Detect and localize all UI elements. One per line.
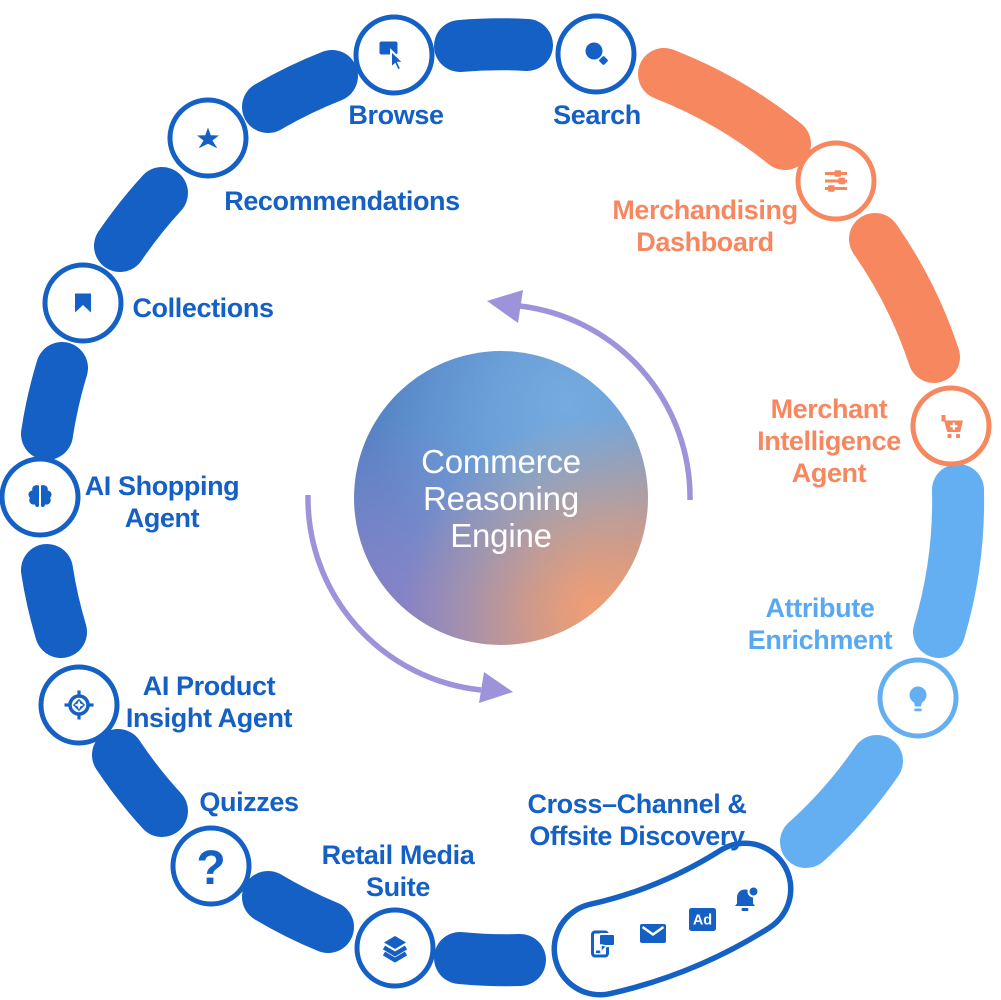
- ad-label: Ad: [693, 913, 712, 929]
- quizzes-label: Quizzes: [199, 787, 299, 817]
- ring-dash: [849, 213, 960, 383]
- cross-channel-label: Cross–Channel & Offsite Discovery: [527, 788, 746, 852]
- collections-label: Collections: [132, 293, 274, 323]
- center-title-line: Engine: [450, 516, 552, 554]
- ring-dash: [434, 18, 553, 72]
- ai-shopping-agent-node: [0, 456, 81, 538]
- recommendations-label: Recommendations: [224, 186, 460, 216]
- center-title: Commerce Reasoning Engine: [421, 443, 581, 554]
- arrowhead-bottom-icon: [479, 672, 513, 703]
- ring-dash: [434, 932, 546, 987]
- ring-dash: [242, 50, 358, 133]
- label-line: Suite: [365, 872, 430, 902]
- ring-dash: [94, 167, 188, 272]
- ring-dash: [92, 729, 188, 837]
- ring-dash: [21, 342, 88, 460]
- cycle-arrow-top: [519, 303, 693, 501]
- cart-plus-icon: [941, 415, 963, 438]
- label-line: Attribute: [765, 593, 875, 623]
- cycle-arrows: [305, 290, 693, 703]
- label-line: Offsite Discovery: [529, 821, 745, 851]
- magnifier-icon: [585, 42, 608, 65]
- center-title-line: Commerce: [421, 442, 581, 480]
- search-label: Search: [553, 100, 641, 130]
- cycle-arrow-bottom: [305, 494, 482, 693]
- layers-icon: [382, 936, 408, 963]
- label-line: Enrichment: [747, 625, 893, 655]
- label-line: Dashboard: [636, 227, 774, 257]
- ring-dashes: [21, 18, 985, 987]
- sliders-icon: [825, 170, 847, 192]
- label-line: Agent: [124, 503, 200, 533]
- label-line: Merchandising: [612, 195, 798, 225]
- retail-media-suite-label: Retail Media Suite: [322, 839, 475, 903]
- merchant-intelligence-agent-label: Merchant Intelligence Agent: [757, 393, 901, 489]
- email-icon: [640, 924, 666, 943]
- phone-sms-icon: [591, 930, 616, 958]
- brain-icon: [28, 485, 52, 508]
- arrowhead-top-icon: [487, 290, 523, 323]
- ring-dash: [913, 464, 985, 658]
- ring-dash: [242, 871, 354, 953]
- center-circle: Commerce Reasoning Engine: [354, 351, 648, 645]
- label-line: Intelligence: [757, 426, 901, 456]
- ai-product-insight-agent-label: AI Product Insight Agent: [125, 670, 293, 734]
- label-line: Retail Media: [321, 840, 475, 870]
- browse-label: Browse: [348, 100, 444, 130]
- cross-channel-capsule: Ad: [551, 840, 794, 998]
- ring-dash: [638, 48, 811, 170]
- attribute-enrichment-label: Attribute Enrichment: [748, 592, 893, 656]
- window-cursor-icon: [379, 41, 406, 72]
- label-line: Agent: [791, 458, 867, 488]
- label-line: Cross–Channel &: [527, 789, 747, 819]
- quizzes-node: [170, 825, 252, 907]
- question-mark-icon: ?: [196, 842, 225, 895]
- lightbulb-icon: [909, 686, 927, 712]
- ring-dash: [780, 735, 903, 868]
- bookmark-icon: [75, 293, 91, 313]
- label-line: Merchant: [770, 394, 888, 424]
- ring-dash: [21, 544, 87, 658]
- merchandising-dashboard-label: Merchandising Dashboard: [612, 194, 798, 258]
- label-line: AI Product: [142, 671, 276, 701]
- ai-shopping-agent-label: AI Shopping Agent: [85, 470, 240, 534]
- bell-notification-icon: [735, 885, 760, 911]
- label-line: Insight Agent: [125, 703, 293, 733]
- ad-icon: Ad: [689, 908, 716, 931]
- label-line: AI Shopping: [84, 471, 240, 501]
- star-icon: [197, 127, 219, 149]
- center-title-line: Reasoning: [423, 479, 579, 517]
